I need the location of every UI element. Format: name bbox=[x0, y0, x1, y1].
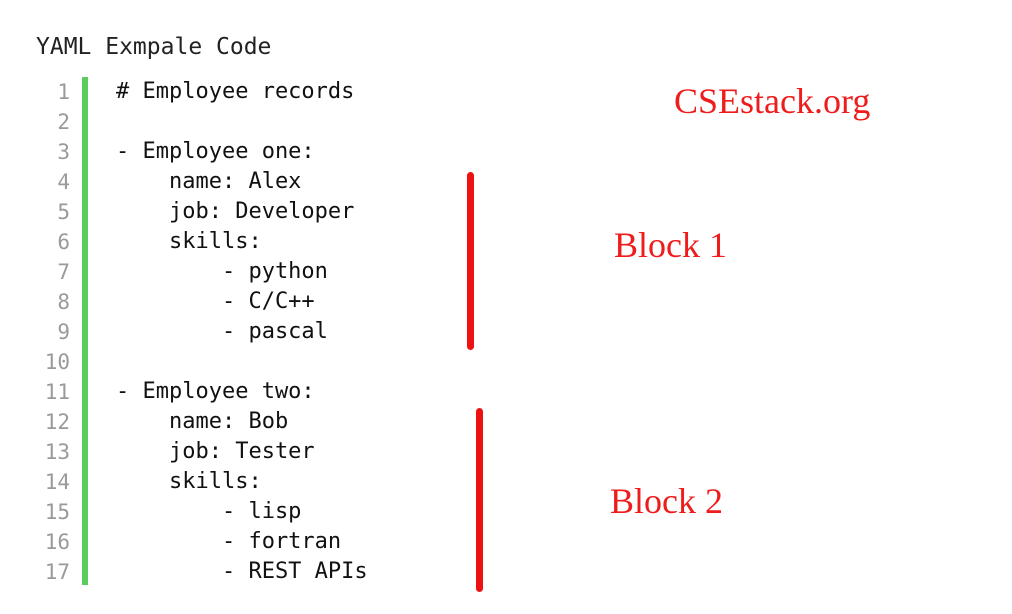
line-number: 17 bbox=[44, 560, 70, 584]
code-line: - fortran bbox=[116, 529, 342, 554]
code-line: # Employee records bbox=[116, 79, 355, 104]
line-number: 1 bbox=[57, 80, 70, 104]
line-number: 3 bbox=[57, 140, 70, 164]
line-number: 4 bbox=[57, 170, 70, 194]
code-line: skills: bbox=[116, 469, 262, 494]
line-number: 10 bbox=[44, 350, 70, 374]
line-number: 11 bbox=[44, 380, 70, 404]
code-line: - REST APIs bbox=[116, 559, 368, 584]
line-number: 8 bbox=[57, 290, 70, 314]
code-line: job: Developer bbox=[116, 199, 355, 224]
line-number: 16 bbox=[44, 530, 70, 554]
line-number: 6 bbox=[57, 230, 70, 254]
code-line: - Employee two: bbox=[116, 379, 315, 404]
code-line: - lisp bbox=[116, 499, 302, 524]
line-number: 15 bbox=[44, 500, 70, 524]
line-number: 5 bbox=[57, 200, 70, 224]
code-line bbox=[116, 107, 368, 137]
code-block: # Employee records - Employee one: name: … bbox=[116, 77, 368, 587]
line-number: 13 bbox=[44, 440, 70, 464]
code-line: name: Alex bbox=[116, 169, 302, 194]
block-2-marker bbox=[476, 408, 483, 592]
code-line: skills: bbox=[116, 229, 262, 254]
code-line: - python bbox=[116, 259, 328, 284]
code-line: - C/C++ bbox=[116, 289, 315, 314]
line-number: 14 bbox=[44, 470, 70, 494]
block-1-label: Block 1 bbox=[614, 225, 727, 265]
code-line: - pascal bbox=[116, 319, 328, 344]
line-number: 2 bbox=[57, 110, 70, 134]
block-2-label: Block 2 bbox=[610, 481, 723, 521]
code-line bbox=[116, 347, 368, 377]
block-1-marker bbox=[467, 172, 474, 350]
line-number: 12 bbox=[44, 410, 70, 434]
brand-watermark: CSEstack.org bbox=[674, 81, 871, 121]
line-number: 7 bbox=[57, 260, 70, 284]
page-title: YAML Exmpale Code bbox=[36, 34, 272, 60]
code-line: job: Tester bbox=[116, 439, 315, 464]
line-number: 9 bbox=[57, 320, 70, 344]
gutter-accent-bar bbox=[82, 77, 88, 585]
code-line: - Employee one: bbox=[116, 139, 315, 164]
code-line: name: Bob bbox=[116, 409, 289, 434]
